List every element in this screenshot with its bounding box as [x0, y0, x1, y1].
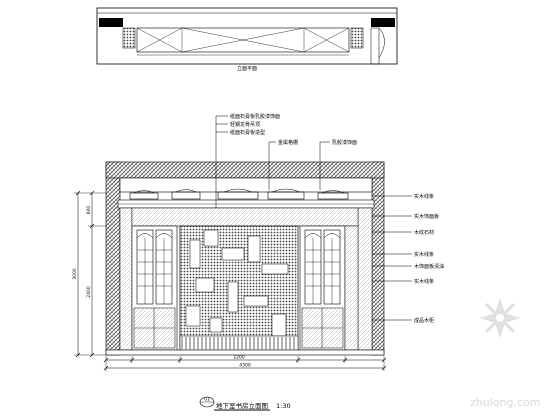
drawing-title-block: 01 地下室书房立面图 1:30: [199, 397, 291, 411]
callout-right-2: 实木饰面板: [414, 213, 439, 220]
callout-right-6: 实木线条: [414, 278, 434, 285]
upper-glass-band: [131, 207, 359, 227]
plan-view: 立面平面: [96, 7, 398, 72]
dim-width-center: 2200: [233, 355, 245, 361]
callout-right-7: 成品木柜: [414, 317, 434, 324]
callout-top-1: 纸面石膏板乳胶漆饰面: [230, 113, 280, 120]
center-feature-wall: [179, 225, 299, 351]
callout-right-4: 实木线条: [414, 251, 434, 258]
elevation-view: [105, 161, 385, 356]
zhulong-logo-icon: [480, 298, 520, 338]
callout-right-1: 实木线条: [414, 193, 434, 200]
drawing-number: 01: [204, 397, 210, 403]
plan-outer-frame: [96, 7, 398, 65]
plan-door-frame: [370, 27, 380, 65]
plan-block-left: [99, 18, 123, 27]
right-callouts: 实木线条 实木饰面板 木纹石材 实木线条 木饰面板清油 实木线条 成品木柜: [372, 193, 444, 324]
drawing-title: 地下室书房立面图: [216, 401, 268, 410]
plan-block-right: [371, 18, 395, 27]
drawing-scale: 1:30: [276, 402, 291, 410]
floor-line: [105, 349, 385, 356]
plan-stone-left: [122, 27, 136, 49]
left-side-panel: [119, 207, 133, 351]
watermark-text: zhulong.com: [470, 396, 540, 409]
callout-top-5: 乳胶漆饰面: [332, 139, 357, 146]
callout-right-5: 木饰面板清油: [414, 263, 444, 270]
callout-top-4: 金属格栅: [278, 139, 298, 146]
dim-height-total: 3000: [72, 268, 78, 280]
dim-width-total: 4300: [239, 363, 251, 369]
horizontal-dimensions: 2200 4300: [103, 355, 387, 371]
right-display-cabinet: [299, 225, 359, 351]
right-side-panel: [357, 207, 373, 351]
plan-cabinet-zone: [136, 27, 350, 53]
plan-door-swing: [378, 27, 385, 59]
right-wall-section: [371, 161, 385, 356]
left-wall-section: [105, 161, 121, 356]
ceiling-light-boxes: [129, 188, 349, 200]
watermark: zhulong.com: [470, 298, 540, 409]
left-display-cabinet: [131, 225, 178, 351]
dim-height-top: 600: [86, 206, 92, 215]
dim-height-mid: 2400: [86, 286, 92, 298]
plan-label: 立面平面: [237, 65, 257, 72]
vertical-dimensions: 3000 600 2400: [72, 190, 106, 358]
callout-top-3: 纸面石膏板造型: [230, 129, 265, 136]
top-callouts: 纸面石膏板乳胶漆饰面 轻钢龙骨吊顶 纸面石膏板造型 金属格栅 乳胶漆饰面: [215, 113, 357, 208]
ceiling-slab: [105, 161, 385, 179]
plan-stone-right: [350, 27, 364, 49]
callout-right-3: 木纹石材: [414, 229, 434, 236]
callout-top-2: 轻钢龙骨吊顶: [230, 121, 260, 128]
